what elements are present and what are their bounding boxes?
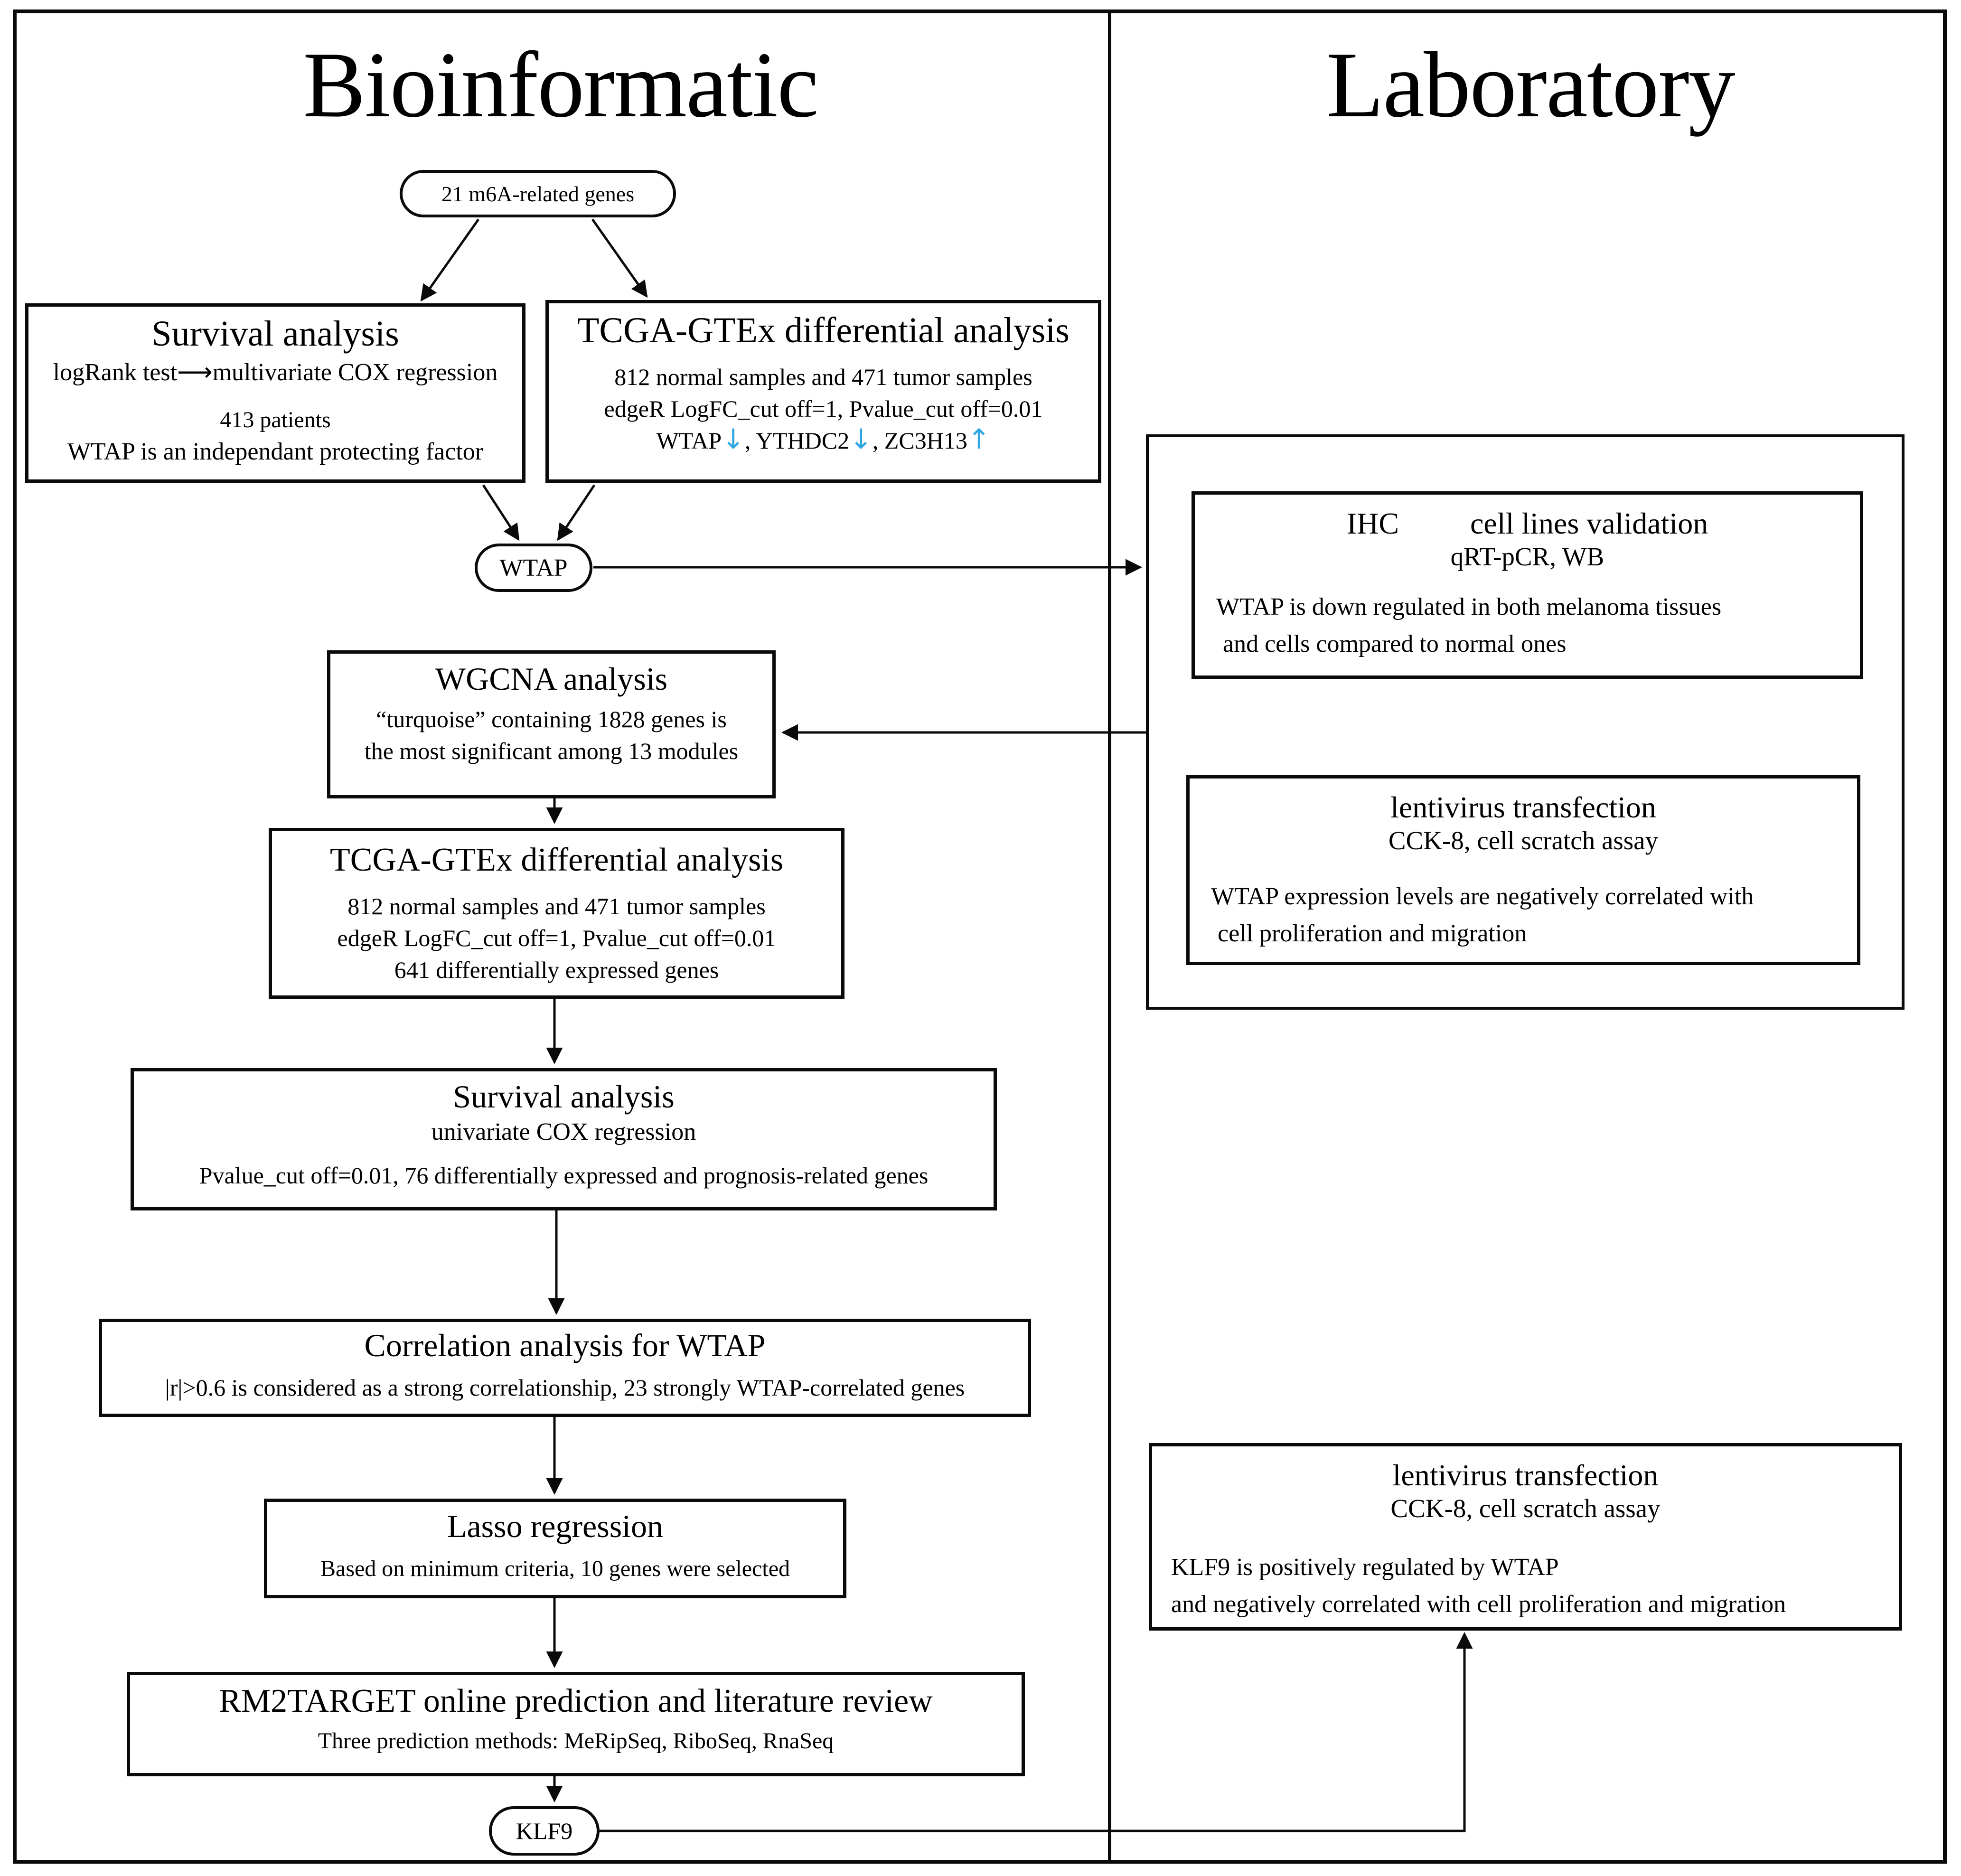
survival2-result: Pvalue_cut off=0.01, 76 differentially e… (199, 1162, 929, 1189)
figure-border (13, 9, 1947, 1864)
gene-ythdc2: YTHDC2 (755, 427, 850, 454)
gene-zc3h13: ZC3H13 (884, 427, 967, 454)
node-correlation-analysis: Correlation analysis for WTAP |r|>0.6 is… (99, 1319, 1031, 1417)
lenti2-result-line2: and negatively correlated with cell prol… (1171, 1590, 1786, 1618)
column-divider (1108, 9, 1111, 1864)
node-ihc-validation: IHC cell lines validation qRT-pCR, WB WT… (1192, 491, 1863, 679)
up-arrow-icon: ↑ (967, 422, 991, 455)
node-lasso-regression: Lasso regression Based on minimum criter… (264, 1499, 846, 1598)
node-wtap: WTAP (475, 544, 592, 592)
lenti2-methods: CCK-8, cell scratch assay (1390, 1493, 1661, 1523)
survival2-method: univariate COX regression (431, 1118, 696, 1145)
node-title: TCGA-GTEx differential analysis (329, 842, 784, 878)
wgcna-line2: the most significant among 13 modules (364, 737, 739, 764)
survival1-method: logRank test⟶multivariate COX regression (53, 358, 498, 386)
ihc-title: IHC (1346, 507, 1399, 540)
node-klf9-label: KLF9 (516, 1818, 573, 1844)
tcga1-gene-regulation: WTAP↓, YTHDC2↓, ZC3H13↑ (549, 425, 1098, 457)
correlation-result: |r|>0.6 is considered as a strong correl… (165, 1374, 965, 1401)
arrow-survival1-to-wtap (482, 484, 520, 541)
node-title: Survival analysis (453, 1079, 675, 1115)
cell-lines-title: cell lines validation (1470, 507, 1708, 540)
ihc-methods: qRT-pCR, WB (1450, 542, 1604, 571)
arrow-m6a-to-survival1 (420, 218, 480, 302)
node-klf9: KLF9 (489, 1806, 600, 1856)
arrow-tcga1-to-wtap (557, 484, 596, 541)
down-arrow-icon: ↓ (722, 422, 745, 455)
wgcna-line1: “turquoise” containing 1828 genes is (376, 705, 727, 732)
node-title: Lasso regression (447, 1508, 664, 1544)
node-survival-analysis-2: Survival analysis univariate COX regress… (131, 1068, 997, 1210)
tcga2-samples: 812 normal samples and 471 tumor samples (347, 893, 766, 919)
node-wgcna-analysis: WGCNA analysis “turquoise” containing 18… (327, 650, 776, 798)
tcga2-cutoffs: edgeR LogFC_cut off=1, Pvalue_cut off=0.… (337, 925, 776, 951)
ihc-result-line1: WTAP is down regulated in both melanoma … (1216, 593, 1722, 620)
rm2target-methods: Three prediction methods: MeRipSeq, Ribo… (318, 1728, 834, 1754)
lenti1-result-line1: WTAP expression levels are negatively co… (1211, 882, 1754, 910)
ihc-result-line2: and cells compared to normal ones (1223, 630, 1567, 657)
node-survival-analysis-1: Survival analysis logRank test⟶multivari… (25, 303, 525, 483)
node-title: Survival analysis (151, 314, 399, 354)
lenti2-result-line1: KLF9 is positively regulated by WTAP (1171, 1553, 1559, 1581)
lenti1-methods: CCK-8, cell scratch assay (1388, 825, 1659, 855)
node-rm2target-prediction: RM2TARGET online prediction and literatu… (127, 1672, 1025, 1776)
node-tcga-gtex-analysis-1: TCGA-GTEx differential analysis 812 norm… (545, 300, 1101, 483)
node-title: lentivirus transfection (1392, 1458, 1659, 1492)
node-tcga-gtex-analysis-2: TCGA-GTEx differential analysis 812 norm… (269, 828, 844, 999)
node-title: TCGA-GTEx differential analysis (577, 310, 1070, 350)
gene-wtap: WTAP (656, 427, 722, 454)
node-title: Correlation analysis for WTAP (364, 1327, 766, 1363)
separator: , (872, 427, 884, 454)
survival1-patients: 413 patients (220, 407, 331, 432)
arrow-klf9-to-lentivirus2 (600, 1632, 1473, 1832)
node-m6a-genes: 21 m6A-related genes (400, 170, 676, 217)
left-column-title: Bioinformatic (303, 33, 819, 137)
survival1-result: WTAP is an independant protecting factor (67, 438, 484, 465)
node-wtap-label: WTAP (499, 554, 568, 582)
node-title: RM2TARGET online prediction and literatu… (219, 1683, 933, 1719)
node-title: lentivirus transfection (1390, 790, 1656, 824)
tcga2-result: 641 differentially expressed genes (394, 957, 719, 983)
lenti1-result-line2: cell proliferation and migration (1218, 919, 1527, 947)
node-m6a-genes-label: 21 m6A-related genes (441, 181, 635, 206)
tcga1-cutoffs: edgeR LogFC_cut off=1, Pvalue_cut off=0.… (604, 395, 1043, 422)
arrow-m6a-to-tcga1 (591, 218, 648, 298)
node-lentivirus-transfection-2: lentivirus transfection CCK-8, cell scra… (1149, 1443, 1902, 1631)
node-title: WGCNA analysis (435, 661, 668, 697)
tcga1-samples: 812 normal samples and 471 tumor samples (614, 363, 1032, 390)
right-column-title: Laboratory (1326, 33, 1736, 137)
separator: , (744, 427, 756, 454)
down-arrow-icon: ↓ (849, 422, 873, 455)
node-lentivirus-transfection-1: lentivirus transfection CCK-8, cell scra… (1186, 775, 1860, 965)
lasso-result: Based on minimum criteria, 10 genes were… (320, 1556, 790, 1581)
